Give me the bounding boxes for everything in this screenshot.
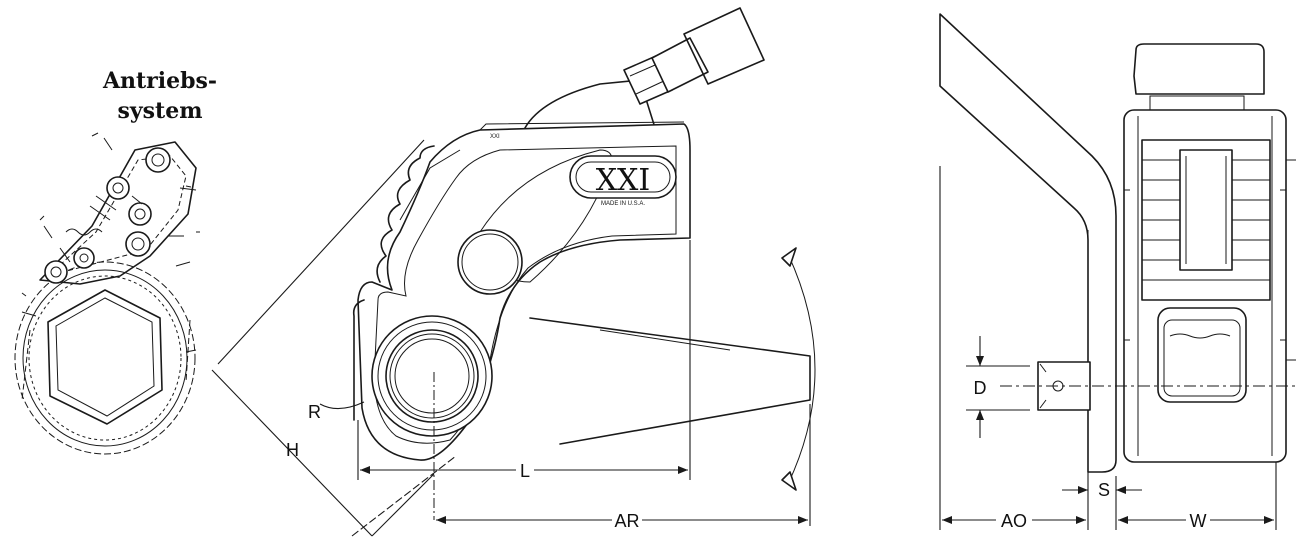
small-marking: XXI (490, 134, 500, 140)
drive-system-title: Antriebs- system (60, 66, 260, 126)
drive-system-title-line2: system (117, 98, 203, 124)
dimension-label-w: W (1190, 511, 1207, 531)
dimension-label-ar: AR (614, 511, 639, 531)
drive-system-sketch (14, 132, 200, 455)
dimension-label-r: R (308, 402, 321, 422)
logo-text: XXI (596, 163, 651, 198)
dimension-label-l: L (520, 461, 530, 481)
dimension-label-ao: AO (1001, 511, 1027, 531)
side-view: XXI MADE IN U.S.A. XXI H R (211, 7, 816, 537)
front-view: D S AO W (939, 13, 1296, 531)
dimension-label-d: D (974, 378, 987, 398)
dimension-label-h: H (286, 440, 299, 460)
drive-system-title-line1: Antriebs- (102, 68, 218, 94)
logo-subtext: MADE IN U.S.A. (601, 201, 645, 207)
dimension-label-s: S (1098, 480, 1110, 500)
